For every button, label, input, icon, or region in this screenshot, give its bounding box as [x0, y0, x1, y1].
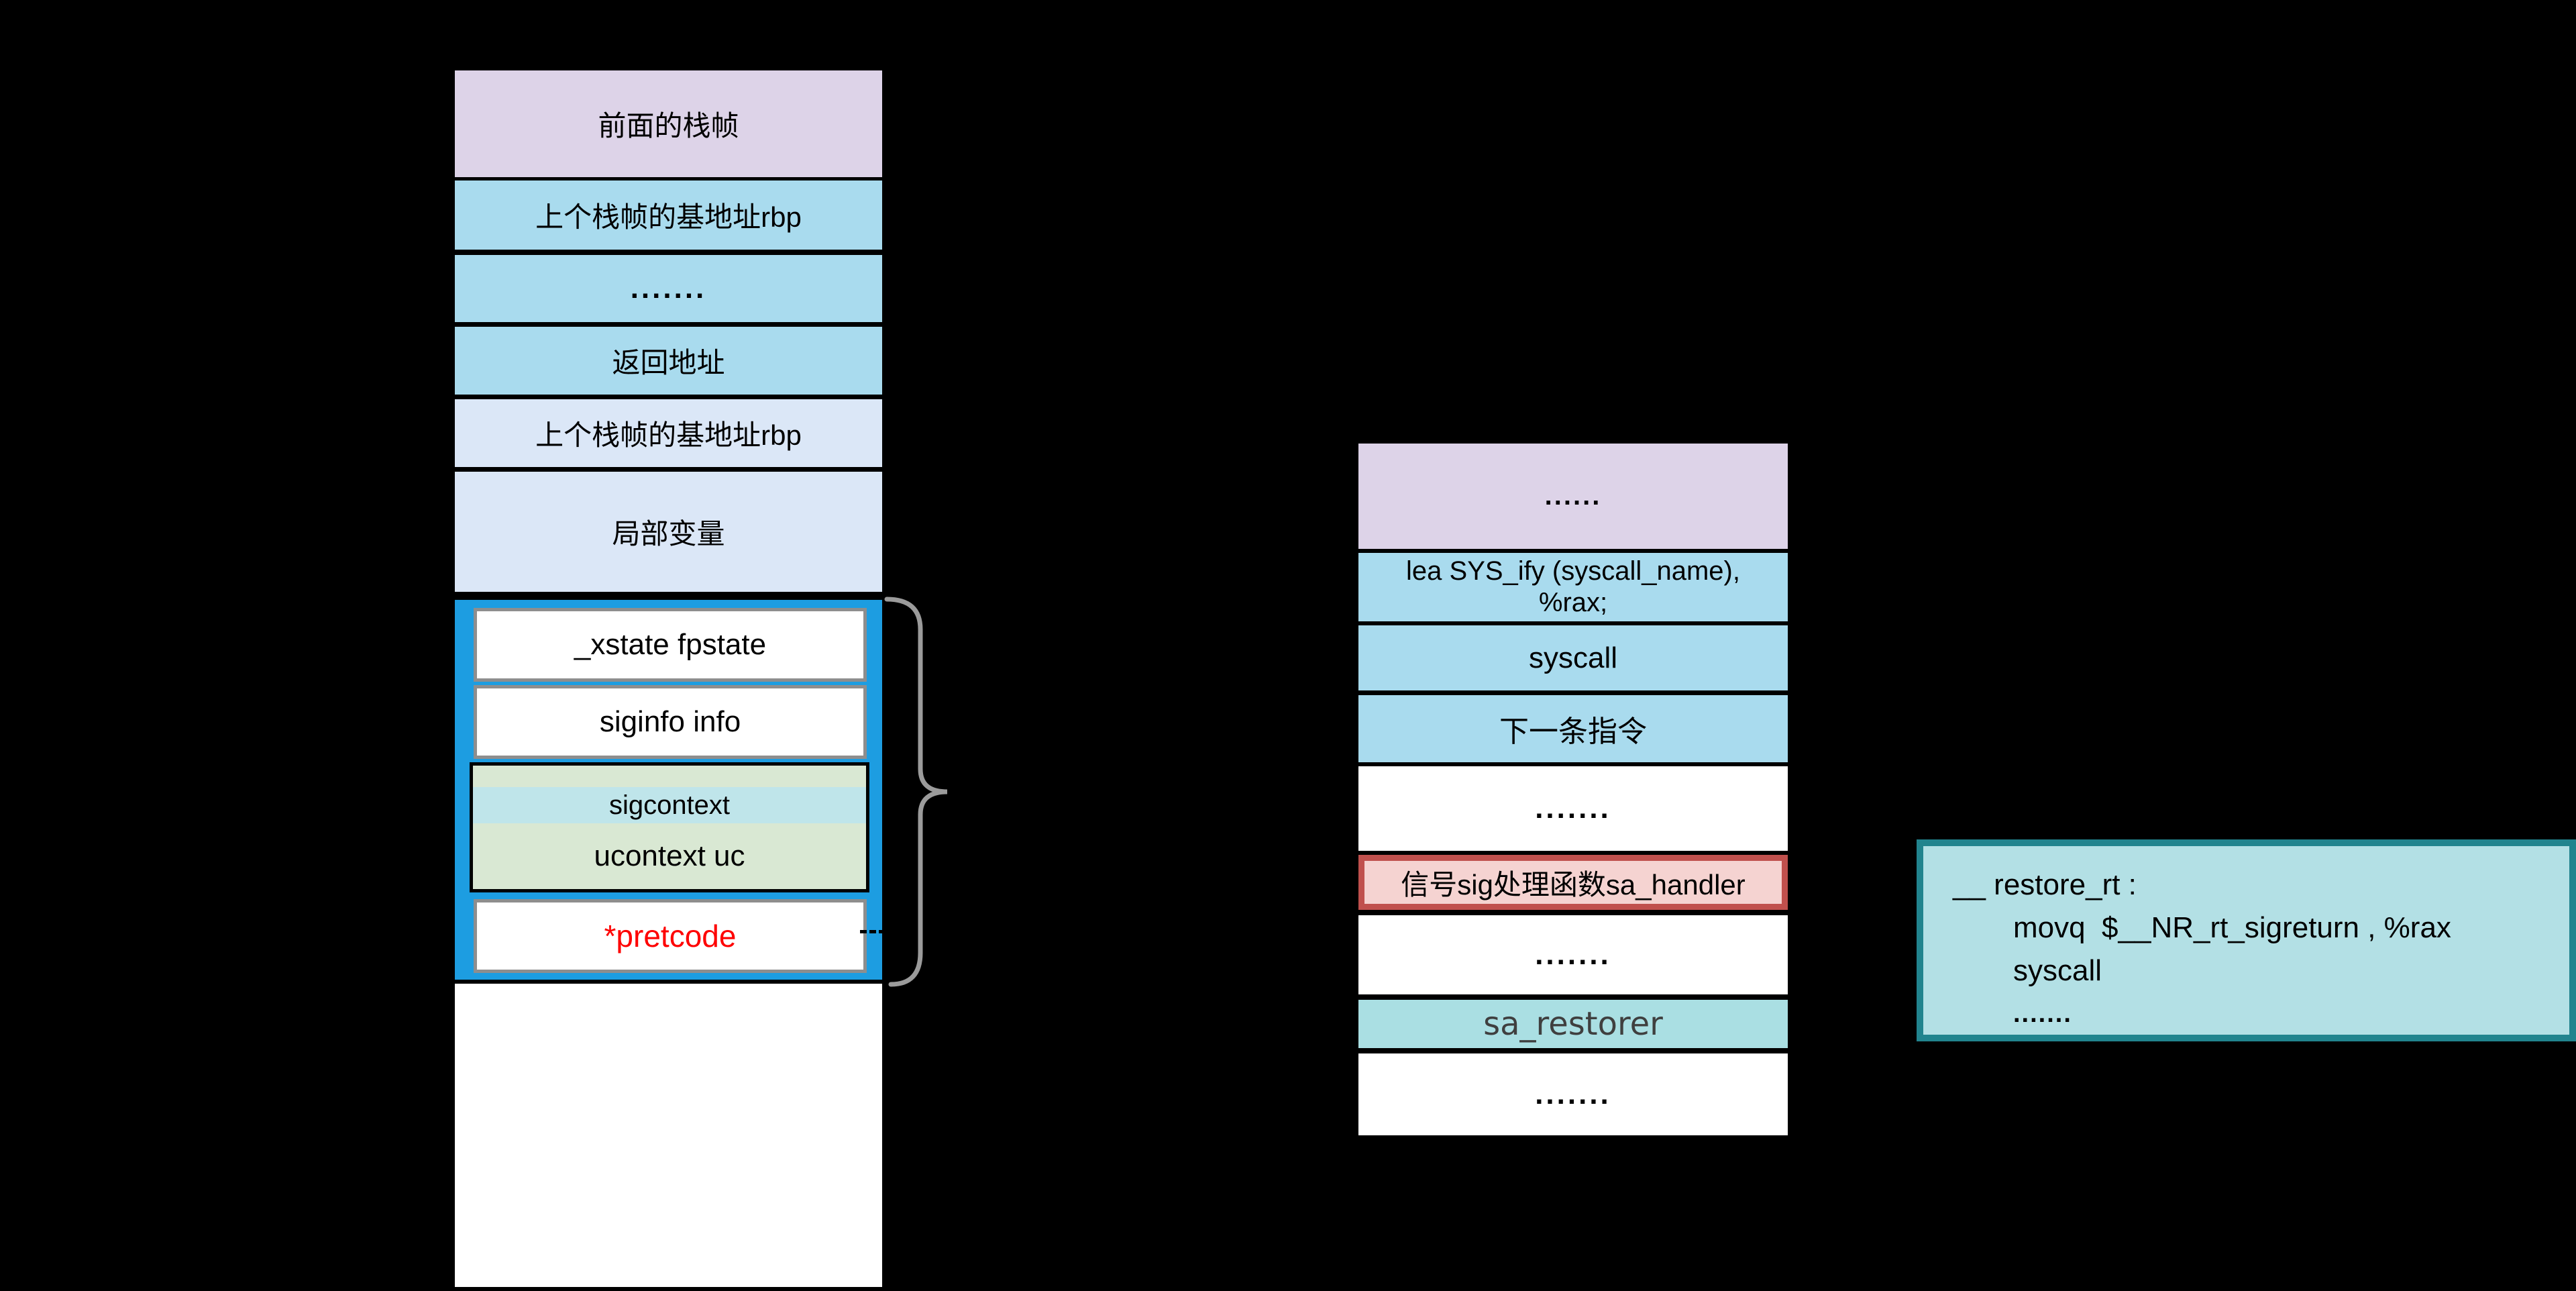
- sa-restorer-label: sa_restorer: [1483, 1005, 1663, 1043]
- left-row-prev-frame-label: 前面的栈帧: [598, 110, 739, 142]
- mid-row-ellipsis-2: .......: [1358, 915, 1788, 994]
- xstate-fpstate-box: _xstate fpstate: [474, 608, 867, 682]
- left-row-ellipsis: .......: [455, 255, 882, 322]
- mid-row-ellipsis-top-label: ......: [1544, 481, 1602, 511]
- left-row-return-address-label: 返回地址: [612, 347, 725, 378]
- sa-handler-label: 信号sig处理函数sa_handler: [1401, 868, 1746, 900]
- mid-row-syscall-label: syscall: [1528, 641, 1618, 674]
- mid-row-syscall: syscall: [1358, 625, 1788, 690]
- xstate-fpstate-label: _xstate fpstate: [574, 628, 767, 661]
- ucontext-area: ucontext uc: [473, 823, 866, 889]
- mid-row-next-instruction-label: 下一条指令: [1499, 715, 1647, 748]
- left-row-prev-rbp-2-label: 上个栈帧的基地址rbp: [535, 419, 802, 451]
- left-row-local-vars: 局部变量: [455, 472, 882, 592]
- mid-row-ellipsis-top: ......: [1358, 444, 1788, 549]
- mid-row-ellipsis-2-label: .......: [1535, 938, 1611, 971]
- mid-row-sa-handler: 信号sig处理函数sa_handler: [1358, 855, 1788, 910]
- lea-line-2: %rax;: [1538, 588, 1608, 617]
- siginfo-info-box: siginfo info: [474, 685, 867, 759]
- siginfo-info-label: siginfo info: [599, 705, 741, 738]
- movq-sigreturn-line: movq $__NR_rt_sigreturn , %rax: [2013, 911, 2451, 944]
- mid-row-lea-instruction: lea SYS_ify (syscall_name), %rax;: [1358, 553, 1788, 621]
- sigcontext-strip: sigcontext: [473, 787, 866, 823]
- ucontext-block-spacer: [473, 766, 866, 787]
- sigcontext-label: sigcontext: [608, 790, 731, 820]
- syscall-line: syscall: [2013, 954, 2102, 987]
- restore-rt-label-line: __ restore_rt :: [1953, 868, 2137, 901]
- mid-row-ellipsis-3-label: .......: [1535, 1078, 1611, 1111]
- ucontext-block: sigcontext ucontext uc: [470, 762, 869, 892]
- pretcode-label: *pretcode: [604, 919, 737, 953]
- restore-rt-code-box: __ restore_rt : movq $__NR_rt_sigreturn …: [1917, 839, 2576, 1041]
- signal-frame-container: _xstate fpstate siginfo info sigcontext …: [455, 600, 882, 980]
- mid-row-ellipsis-1: .......: [1358, 766, 1788, 851]
- ellipsis-line: .......: [2013, 1000, 2072, 1028]
- left-row-prev-rbp-label: 上个栈帧的基地址rbp: [535, 201, 802, 233]
- left-row-prev-frame: 前面的栈帧: [455, 70, 882, 177]
- left-row-prev-rbp: 上个栈帧的基地址rbp: [455, 180, 882, 250]
- pretcode-dashed-line: [860, 930, 904, 933]
- lea-line-1: lea SYS_ify (syscall_name),: [1406, 556, 1740, 586]
- left-stack-empty-region: [455, 984, 882, 1287]
- left-row-local-vars-label: 局部变量: [612, 518, 725, 550]
- mid-row-ellipsis-1-label: .......: [1535, 792, 1611, 825]
- mid-row-next-instruction: 下一条指令: [1358, 695, 1788, 762]
- pretcode-box: *pretcode: [474, 899, 867, 973]
- left-row-ellipsis-label: .......: [630, 272, 707, 305]
- left-row-return-address: 返回地址: [455, 327, 882, 395]
- mid-row-sa-restorer: sa_restorer: [1358, 1000, 1788, 1048]
- signal-frame-brace: [884, 597, 948, 987]
- ucontext-label: ucontext uc: [594, 839, 745, 872]
- mid-row-ellipsis-3: .......: [1358, 1053, 1788, 1135]
- left-row-prev-rbp-2: 上个栈帧的基地址rbp: [455, 399, 882, 467]
